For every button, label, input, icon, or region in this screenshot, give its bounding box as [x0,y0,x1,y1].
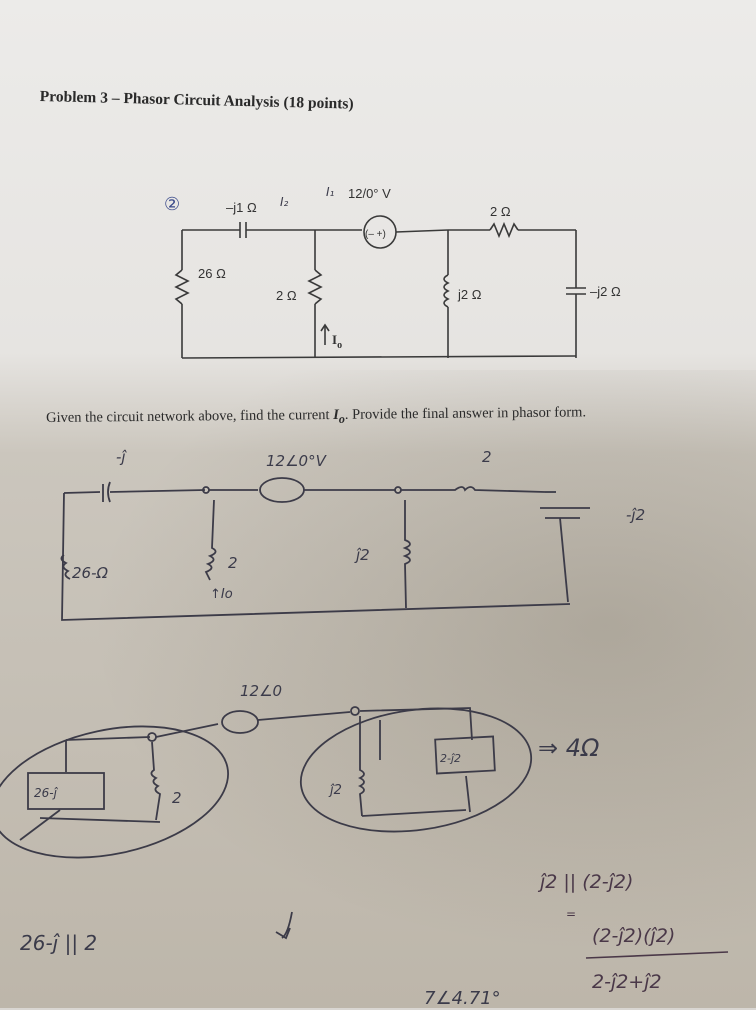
hand-circuit-1 [60,477,590,621]
h-j2: ĵ2 [354,546,370,564]
printed-labels: –j1 Ω 12/0° V 2 Ω 26 Ω 2 Ω j2 Ω –j2 Ω Io… [198,186,621,351]
h-26: 26-Ω [72,564,108,582]
label-r-top: 2 Ω [490,204,511,219]
h-26-minus-j: 26-ĵ [34,786,59,800]
h-io: ↑Io [210,587,233,602]
bottom-left-note: 26-ĵ || 2 [20,931,97,955]
h-2-low: 2 [172,789,182,807]
equation-3: 2-ĵ2+ĵ2 [592,971,662,993]
hand-circuit-2 [0,706,533,940]
label-source: 12/0° V [348,186,391,201]
equation-2: (2-ĵ2)(ĵ2) [592,925,675,947]
i2-note: I₂ [280,195,289,209]
h-2: 2 [482,448,492,466]
printed-circuit [174,215,586,359]
h-2-minus-j2: 2-ĵ2 [440,752,461,765]
annotations-top: ② I₂ I₁ [164,185,335,215]
label-c: –j2 Ω [590,284,621,299]
equations: ĵ2 || (2-ĵ2) (2-ĵ2)(ĵ2) 2-ĵ2+ĵ2 = [537,871,729,993]
hand-labels-2: 12∠0 2-ĵ2 ⇒ 4Ω 26-ĵ 2 ĵ2 [34,682,600,807]
shadow-overlay [0,370,756,1010]
h-j2-low: ĵ2 [328,783,342,798]
svg-text:=: = [566,907,576,921]
h-minus-j2: -ĵ2 [626,506,645,524]
label-io: Io [332,332,342,351]
hand-labels-1: -ĵ 12∠0°V 2 -ĵ2 26-Ω 2 ↑Io ĵ2 [72,448,645,602]
equation-1: ĵ2 || (2-ĵ2) [537,871,633,893]
bottom-notes: 26-ĵ || 2 7∠4.71° [20,931,501,1008]
i1-note: I₁ [326,185,335,199]
h-source2: 12∠0 [240,682,282,700]
label-r2: 2 Ω [276,288,297,303]
h-4ohm: ⇒ 4Ω [538,734,600,762]
h-source: 12∠0°V [266,452,328,470]
label-cap-top: –j1 Ω [226,200,257,215]
h-2-mid: 2 [228,554,238,572]
source-sign: (– +) [365,229,386,240]
h-neg-j: -ĵ [116,448,127,466]
circled-note: ② [164,194,180,215]
label-r26: 26 Ω [198,266,226,281]
bottom-mid-note: 7∠4.71° [424,988,501,1008]
label-l: j2 Ω [457,287,482,302]
